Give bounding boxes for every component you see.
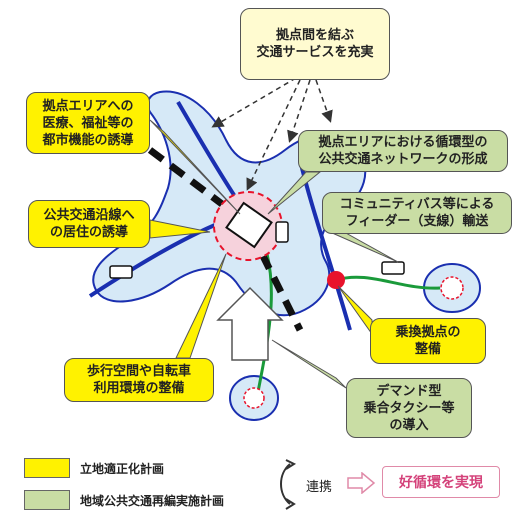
- result-box: 好循環を実現: [382, 466, 500, 498]
- bus-icon-center: [275, 221, 289, 243]
- bus-icon-west: [109, 265, 133, 279]
- link-curve-arrow: [280, 459, 297, 510]
- transfer-node: [327, 271, 345, 289]
- legend-swatch-yellow: [24, 458, 70, 478]
- callout-demand-taxi: デマンド型 乗合タクシー等 の導入: [346, 378, 472, 438]
- station-icon: [225, 201, 273, 249]
- callout-walking-cycling: 歩行空間や自転車 利用環境の整備: [64, 358, 214, 402]
- demand-pointer: [271, 339, 347, 389]
- top-arrow-4: [315, 79, 333, 123]
- legend-label-yellow: 立地適正化計画: [80, 462, 165, 476]
- legend-link-label: 連携: [306, 480, 333, 495]
- east-hub-circle: [440, 276, 464, 300]
- top-arrow-1: [211, 77, 297, 128]
- callout-inter-hub-transport: 拠点間を結ぶ 交通サービスを充実: [240, 8, 390, 80]
- result-arrow: [347, 472, 376, 494]
- legend-swatch-green: [24, 490, 70, 510]
- top-arrow-3: [287, 79, 311, 143]
- blue-line-west: [88, 220, 223, 298]
- south-hub-circle: [243, 387, 265, 409]
- residence-pointer: [149, 219, 211, 239]
- top-arrow-2: [246, 79, 301, 191]
- callout-feeder-transport: コミュニティバス等による フィーダー（支線）輸送: [322, 192, 512, 234]
- callout-residence-induction: 公共交通沿線へ の居住の誘導: [28, 200, 150, 248]
- feeder-pointer: [329, 231, 399, 263]
- green-line-east: [335, 275, 441, 290]
- legend-label-green: 地域公共交通再編実施計画: [80, 494, 225, 508]
- callout-circular-network: 拠点エリアにおける循環型の 公共交通ネットワークの形成: [298, 130, 508, 172]
- medical-pointer: [149, 119, 241, 215]
- network-pointer: [267, 171, 322, 215]
- bus-icon-east: [381, 261, 405, 275]
- callout-transfer-hub: 乗換拠点の 整備: [370, 318, 486, 364]
- callout-urban-functions: 拠点エリアへの 医療、福祉等の 都市機能の誘導: [26, 92, 150, 154]
- upward-arrow: [216, 286, 284, 361]
